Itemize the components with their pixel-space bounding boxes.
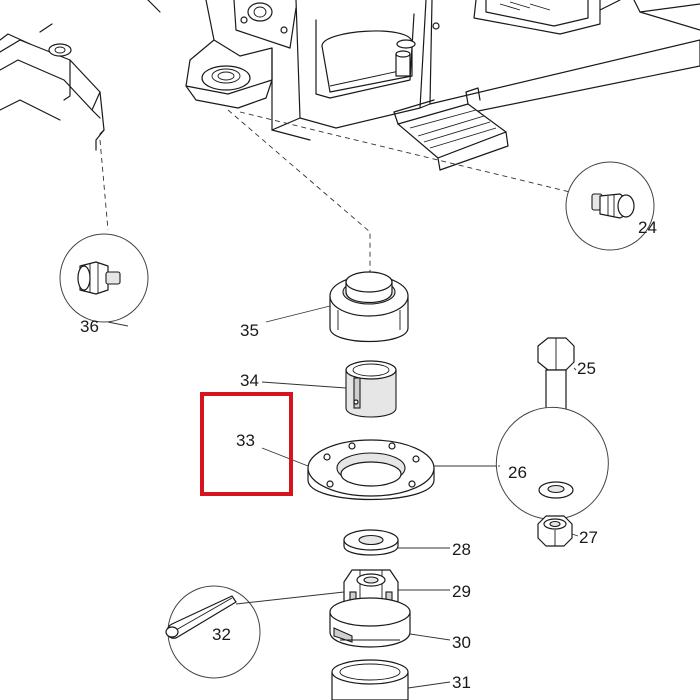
- part-number-26: 26: [508, 463, 527, 482]
- part-27-nut: 27: [537, 515, 598, 547]
- part-30-hub: 30: [329, 597, 471, 652]
- part-number-34: 34: [240, 371, 259, 390]
- part-number-27: 27: [579, 528, 598, 547]
- handle-arm: [473, 0, 700, 35]
- part-24-grease-fitting: 24: [565, 161, 657, 251]
- part-26-washer: 26: [495, 406, 609, 520]
- part-number-31: 31: [452, 673, 471, 692]
- part-34-bushing: 34: [240, 360, 397, 418]
- part-32-cotter-pin: 32: [165, 585, 345, 679]
- part-number-36: 36: [80, 317, 99, 336]
- part-number-25: 25: [577, 359, 596, 378]
- part-number-24: 24: [638, 218, 657, 237]
- assembly-centerlines: [99, 109, 571, 272]
- part-number-32: 32: [212, 625, 231, 644]
- step-plate: [393, 39, 700, 171]
- highlight-box: [200, 392, 293, 496]
- part-35-bearing-housing: 35: [240, 271, 409, 342]
- part-28-washer: 28: [343, 529, 471, 559]
- part-number-29: 29: [452, 582, 471, 601]
- part-31-sleeve: 31: [331, 659, 471, 700]
- part-number-30: 30: [452, 633, 471, 652]
- part-33-flange: [261, 439, 498, 501]
- frame-rail-left: [0, 23, 105, 151]
- part-number-28: 28: [452, 540, 471, 559]
- part-number-33: 33: [236, 431, 255, 450]
- frame-body: [271, 0, 440, 141]
- part-36-grease-fitting: 36: [59, 233, 149, 336]
- part-number-35: 35: [240, 321, 259, 340]
- mounting-bracket: [147, 0, 297, 109]
